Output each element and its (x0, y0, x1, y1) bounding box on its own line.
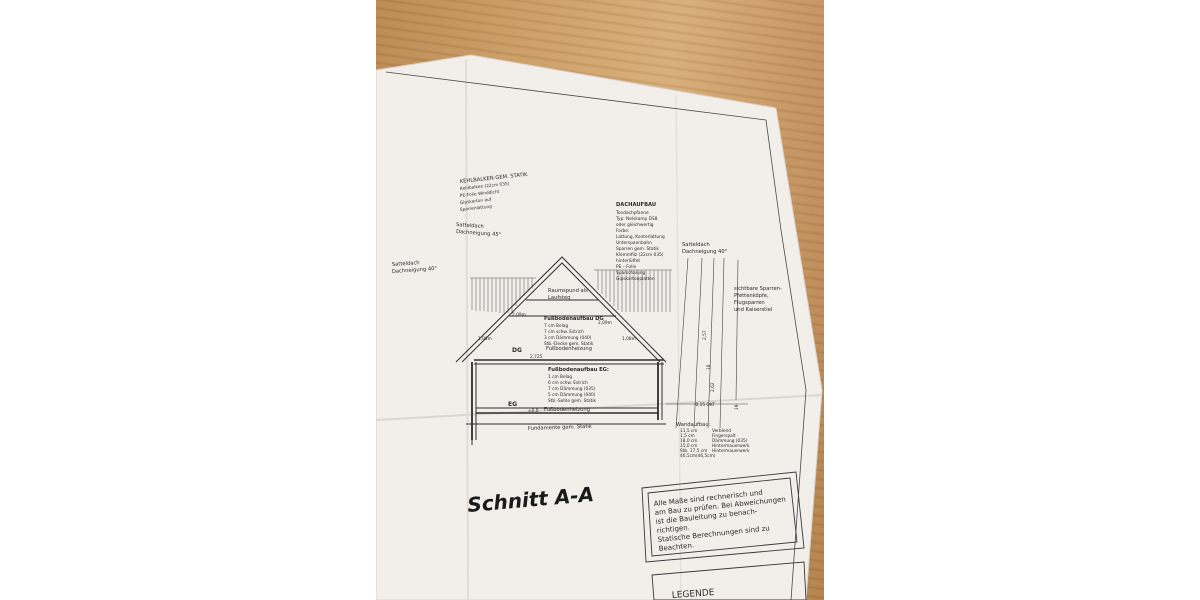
dim-small-2: 1,08m (478, 336, 492, 342)
dachaufbau-3: oder gleichwertig (616, 222, 654, 228)
satteldach-right-0: Satteldach (682, 242, 710, 248)
sichtbare-2: Flugsparren (734, 300, 765, 306)
kehlbalken-label-1: Kehlbalken (22cm 035) (460, 181, 510, 192)
fussbodenheizung-dg: Fußbodenheizung (546, 346, 592, 352)
right-dim-1: 18 (706, 364, 712, 370)
wandaufbau-right-5: (46,5cm) (696, 453, 716, 459)
wandaufbau-right-2: Dämmung (035) (712, 438, 748, 444)
level-eg: ±0,0 (528, 408, 539, 414)
fussboden-dg-2: 7 cm schw. Estrich (544, 329, 584, 335)
fussbodenheizung-eg: Fußbodenheizung (544, 407, 590, 413)
kehlbalken-label-3: Gipskarton auf (460, 197, 493, 206)
wandaufbau-2: 1,5 cm (680, 433, 695, 439)
wandaufbau-3: 18,0 cm (680, 438, 697, 444)
dachaufbau-0: DACHAUFBAU (616, 202, 656, 208)
dachaufbau-8: Klemmfilz (22cm 035) (616, 252, 664, 258)
drawing-svg: KEHLBALKEN GEM. STATIK Kehlbalken (22cm … (376, 54, 823, 600)
right-dim-2: 2,62 (710, 382, 716, 392)
dimension-lines (666, 257, 748, 429)
fussboden-eg-4: 5 cm Dämmung (040) (548, 392, 596, 398)
satteldach-top-1: Dachneigung 45° (456, 229, 502, 238)
roof-hatch-right (594, 269, 672, 312)
sichtbare-1: Pfettenköpfe, (734, 293, 769, 299)
dachaufbau-6: Unterspannbahn (616, 240, 652, 246)
dachaufbau-4: Farbe: (616, 228, 629, 234)
satteldach-top-0: Satteldach (456, 222, 484, 230)
fussboden-dg-0: Fußbodenaufbau DG (544, 316, 604, 322)
wandaufbau-right-4: Hintermauerwerk (712, 448, 750, 454)
photo: KEHLBALKEN GEM. STATIK Kehlbalken (22cm … (376, 0, 824, 600)
satteldach-left-1: Dachneigung 40° (392, 266, 438, 275)
level-ground: -0,15 OKT (694, 402, 715, 408)
fussboden-dg-1: 7 cm Belag (544, 323, 568, 329)
wandaufbau-5: Stb. 17,5 cm (680, 448, 707, 454)
wandaufbau-right-3: Hintermauerwerk (712, 443, 750, 449)
laufsteg-1: Laufsteg (548, 295, 570, 301)
dim-small-3: 1,08m (622, 336, 636, 342)
fussboden-eg-3: 7 cm Dämmung (035) (548, 386, 596, 392)
dachaufbau-10: PE – Folie (616, 264, 637, 270)
wandaufbau-0: Wandaufbau: (676, 422, 711, 428)
dachaufbau-7: Sparren gem. Statik (616, 246, 659, 252)
dachaufbau-11: Sparschalung (616, 270, 645, 276)
dachaufbau-12: Gipskartonplatten (616, 276, 655, 282)
satteldach-right-1: Dachneigung 40° (682, 249, 728, 255)
sichtbare-0: sichtbare Sparren- (734, 286, 782, 292)
paper-sheet (376, 54, 823, 600)
fussboden-eg-2: 6 cm schw. Estrich (548, 380, 588, 386)
wandaufbau-right-1: Fingerspalt (712, 433, 736, 439)
right-dim-3: 19 (734, 404, 740, 410)
fussboden-eg-5: Stb.-Sohle gem. Statik (548, 398, 597, 404)
dim-small-0: 2,09m (512, 312, 526, 318)
dachaufbau-1: Tondachpfanne (615, 210, 649, 216)
roof-hatch-left (470, 277, 536, 314)
right-dim-0: 2,57 (702, 330, 708, 340)
wandaufbau-6: 46,5cm (680, 453, 696, 459)
wandaufbau-right-0: Verblend (712, 428, 731, 434)
kehlbalken-label-2: PE-Folie Winddicht (460, 189, 500, 199)
floor-dg-label: DG (512, 347, 522, 354)
dachaufbau-2: Typ: Nelskamp DS8 (615, 216, 658, 222)
fundamente-label: Fundamente gem. Statik (528, 424, 592, 432)
dachaufbau-5: Lattung, Konterlattung (616, 234, 665, 240)
notes-box (641, 471, 807, 600)
sichtbare-3: und Kaiserstiel (734, 307, 772, 313)
fussboden-dg-4: Stb.-Decke gem. Statik (544, 341, 594, 347)
note-5: Beachten. (658, 541, 694, 553)
kehlbalken-label-4: Sparrenlattung (460, 204, 493, 213)
house-section (455, 256, 667, 445)
legende-label: LEGENDE (672, 588, 716, 600)
dim-small-1: 2,09m (598, 320, 612, 326)
wandaufbau-4: 15,0 cm (680, 443, 697, 449)
dachaufbau-9: hinterlüftet (616, 258, 640, 264)
satteldach-left-0: Satteldach (392, 260, 420, 268)
fussboden-dg-3: 3 cm Dämmung (040) (544, 335, 592, 341)
fussboden-eg-1: 1 cm Belag (548, 374, 572, 380)
floor-eg-label: EG (508, 401, 517, 408)
laufsteg-0: Raumspund als (548, 288, 588, 294)
note-3: richtigen. (656, 524, 690, 535)
wandaufbau-1: 11,5 cm (680, 428, 697, 434)
level-dg: 2,725 (530, 354, 543, 360)
fussboden-eg-0: Fußbodenaufbau EG: (548, 367, 609, 373)
